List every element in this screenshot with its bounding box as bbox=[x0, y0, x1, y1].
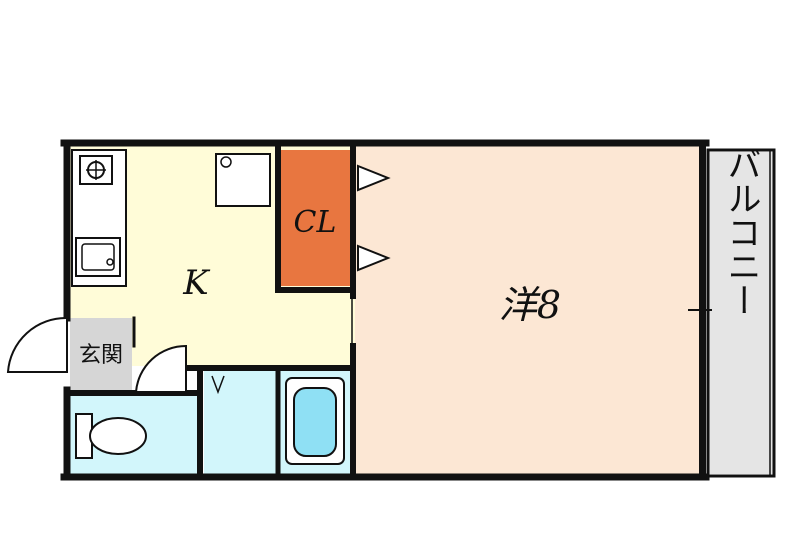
washroom-floor bbox=[204, 366, 280, 474]
walls bbox=[60, 139, 710, 481]
sink-icon bbox=[75, 237, 121, 277]
washroom-marker bbox=[211, 375, 225, 395]
western-room-label: 洋8 bbox=[499, 283, 561, 327]
kitchen-label: K bbox=[182, 263, 211, 303]
door-swing-icon bbox=[6, 316, 68, 373]
balcony-label: バルコニー bbox=[721, 147, 761, 317]
bathtub-icon bbox=[285, 377, 345, 465]
entrance-floor bbox=[70, 318, 132, 390]
balcony-outline bbox=[706, 148, 776, 478]
entrance-label: 玄関 bbox=[79, 343, 123, 368]
washer-pan-icon bbox=[215, 153, 271, 207]
toilet-icon bbox=[75, 413, 147, 459]
stove-icon bbox=[79, 155, 113, 185]
closet-label: CL bbox=[294, 205, 337, 240]
hanger-marker-lower bbox=[357, 244, 391, 272]
hanger-marker-upper bbox=[357, 164, 391, 192]
closet-floor bbox=[280, 150, 350, 286]
balcony-floor bbox=[708, 152, 774, 474]
inner-door-swing bbox=[134, 344, 187, 393]
western-room-floor bbox=[355, 146, 702, 474]
